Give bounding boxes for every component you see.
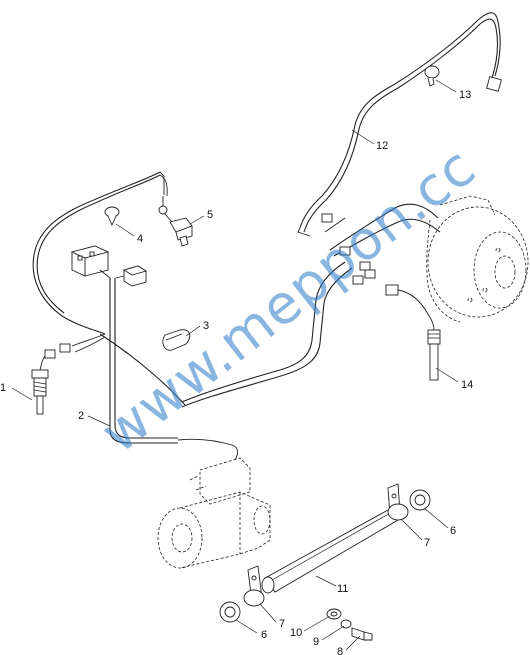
callout-2: 2: [78, 410, 84, 422]
callout-7-upper: 7: [424, 537, 430, 549]
callout-6-upper: 6: [450, 525, 456, 537]
lead-connector: [321, 213, 333, 223]
callout-9: 9: [313, 636, 319, 648]
cable-clip-13: [424, 65, 440, 87]
temperature-sensor: [31, 343, 71, 415]
upper-harness-lead: [297, 12, 502, 237]
harness-connector: [339, 246, 351, 256]
callout-14: 14: [461, 379, 473, 391]
cable-clip-3: [162, 329, 191, 351]
small-connector-left: [115, 265, 148, 287]
bracket-lower: [243, 565, 265, 607]
harness-connector: [352, 275, 364, 285]
callout-labels: 1 2 3 4 5 6 6 7 7 8 9 10 11 12 13 14: [0, 89, 473, 655]
leader-lines: [11, 79, 459, 651]
callout-7-lower: 7: [279, 618, 285, 630]
starter-motor: [157, 457, 271, 569]
callout-6-lower: 6: [261, 629, 267, 641]
callout-8: 8: [337, 646, 343, 655]
speed-sensor: [385, 284, 441, 381]
main-wiring-harness: [32, 171, 441, 461]
callout-12: 12: [376, 140, 388, 152]
callout-3: 3: [203, 320, 209, 332]
washer-10: [326, 608, 342, 620]
callout-11: 11: [337, 583, 348, 595]
callout-5: 5: [207, 209, 213, 221]
harness-connector: [364, 269, 376, 279]
cable-clip-4: [104, 206, 120, 227]
rubber-mount-lower: [219, 601, 241, 623]
rubber-mount-upper: [409, 489, 431, 511]
bolt-8: [351, 627, 373, 641]
callout-13: 13: [459, 89, 471, 101]
support-tube: [261, 508, 400, 594]
callout-4: 4: [137, 233, 143, 245]
alternator: [426, 195, 529, 323]
ring-terminal: [158, 205, 168, 215]
callout-1: 1: [0, 382, 6, 394]
watermark-text: www.meppon.cc: [89, 135, 487, 465]
multi-pin-connector: [70, 245, 111, 279]
callout-10: 10: [290, 627, 302, 639]
pressure-switch: [164, 213, 193, 247]
lead-connector: [486, 76, 502, 92]
bracket-upper: [387, 483, 409, 521]
